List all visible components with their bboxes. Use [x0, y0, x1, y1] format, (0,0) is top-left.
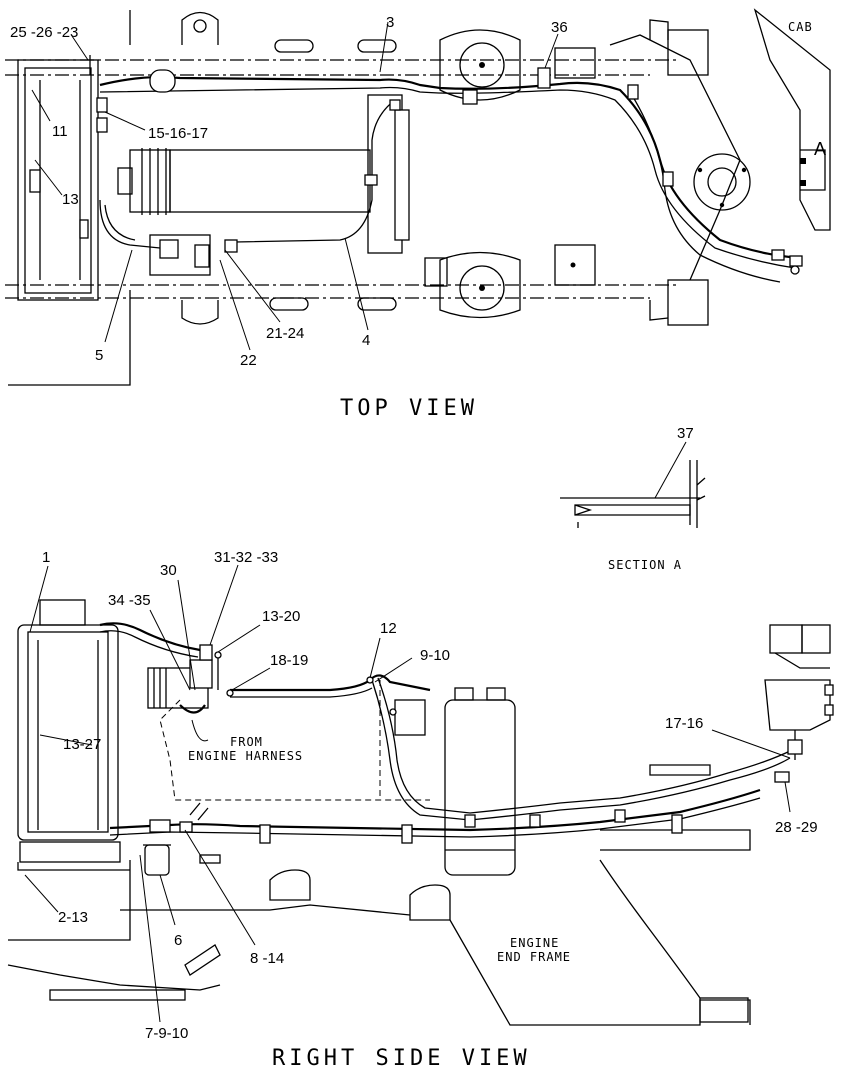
callout-top-36: 36	[551, 19, 568, 36]
callout-side-6: 6	[174, 932, 182, 949]
callout-top-5: 5	[95, 347, 103, 364]
callout-side-9-10: 9-10	[420, 647, 450, 664]
callout-section-37: 37	[677, 425, 694, 442]
callout-top-3: 3	[386, 14, 394, 31]
callout-top-25-26-23: 25 -26 -23	[10, 24, 78, 41]
callout-side-34-35: 34 -35	[108, 592, 151, 609]
callout-side-8-14: 8 -14	[250, 950, 284, 967]
note-engine: ENGINE	[510, 936, 559, 950]
callout-top-22: 22	[240, 352, 257, 369]
top-view: 25 -26 -23 11 13 15-16-17 3 36 5 22 21-2…	[5, 8, 831, 421]
callout-top-11: 11	[52, 123, 68, 140]
title-top-view: TOP VIEW	[340, 396, 478, 421]
callout-side-17-16: 17-16	[665, 715, 703, 732]
callout-side-18-19: 18-19	[270, 652, 308, 669]
callout-side-13-20: 13-20	[262, 608, 300, 625]
callout-side-28-29: 28 -29	[775, 819, 818, 836]
callout-top-15-16-17: 15-16-17	[148, 125, 208, 142]
note-end-frame: END FRAME	[497, 950, 571, 964]
callout-side-13-27: 13-27	[63, 736, 101, 753]
note-engine-harness: ENGINE HARNESS	[188, 749, 303, 763]
note-cab: CAB	[788, 20, 813, 34]
callout-side-31-32-33: 31-32 -33	[214, 549, 278, 566]
section-marker-a: A	[814, 139, 826, 159]
callout-side-12: 12	[380, 620, 397, 637]
callout-side-1: 1	[42, 549, 50, 566]
note-from: FROM	[230, 735, 263, 749]
callout-side-2-13: 2-13	[58, 909, 88, 926]
title-section-a: SECTION A	[608, 558, 682, 572]
right-side-view: 1 30 31-32 -33 34 -35 13-20 12 9-10 18-1…	[7, 549, 834, 1071]
section-a: 37 SECTION A	[560, 425, 706, 572]
callout-side-7-9-10: 7-9-10	[145, 1025, 188, 1042]
callout-top-4: 4	[362, 332, 370, 349]
callout-top-21-24: 21-24	[266, 325, 304, 342]
title-right-side-view: RIGHT SIDE VIEW	[272, 1046, 531, 1071]
callout-top-13: 13	[62, 191, 79, 208]
callout-side-30: 30	[160, 562, 177, 579]
